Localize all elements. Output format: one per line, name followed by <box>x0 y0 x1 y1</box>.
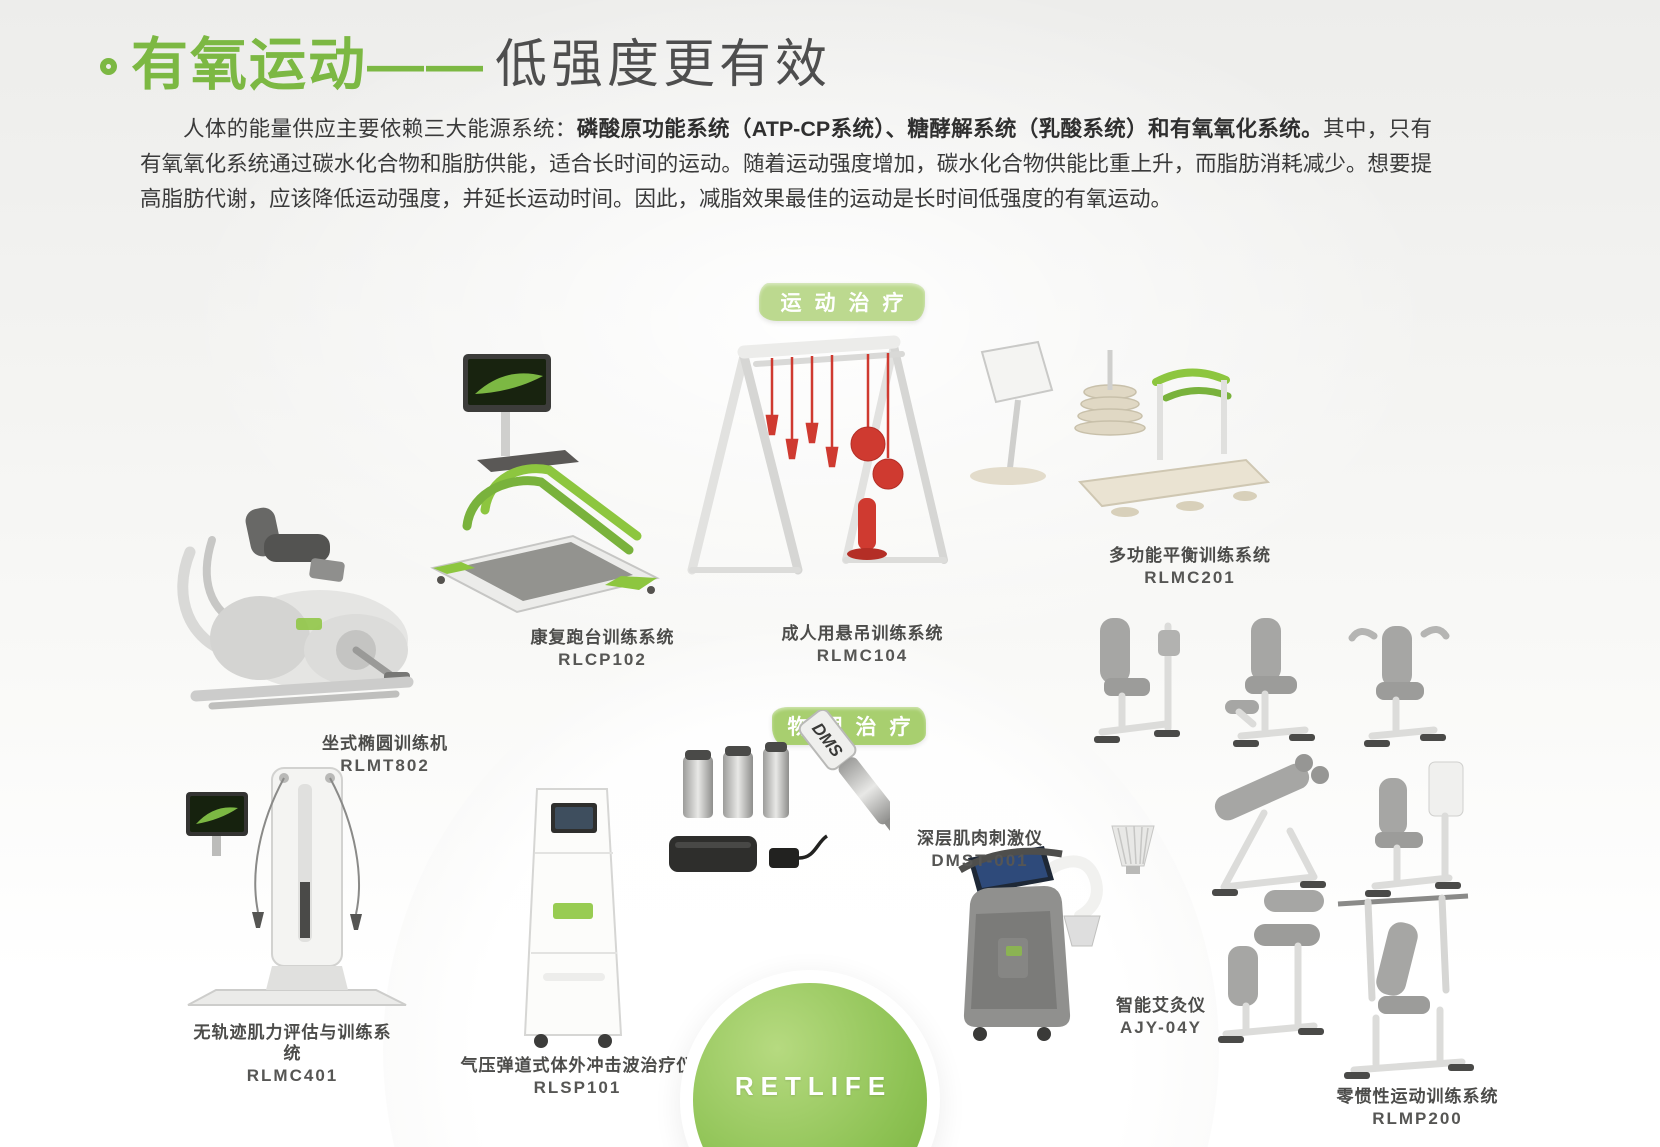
product-model: RLMT802 <box>340 756 430 775</box>
retlife-logo-text: RETLIFE <box>734 1071 893 1101</box>
product-model: RLMC401 <box>246 1066 339 1085</box>
bullet-icon <box>100 58 117 75</box>
seated-elliptical-illustration <box>177 507 414 710</box>
product-model: RLCP102 <box>558 650 647 669</box>
product-label-rlcp102: 康复跑台训练系统 RLCP102 <box>495 627 710 670</box>
product-name: 多功能平衡训练系统 <box>1109 546 1271 565</box>
product-label-rlmc104: 成人用悬吊训练系统 RLMC104 <box>755 623 970 666</box>
product-model: RLMP200 <box>1372 1109 1463 1128</box>
press-machine-figure <box>1070 608 1205 758</box>
product-label-rlmc201: 多功能平衡训练系统 RLMC201 <box>1080 545 1300 588</box>
leg-curl-machine-figure <box>1205 612 1335 762</box>
product-name: 坐式椭圆训练机 <box>322 734 448 753</box>
roller-chair-figure <box>1202 882 1342 1047</box>
page-title-rest: 低强度更有效 <box>495 36 832 94</box>
page-title-highlight: 有氧运动—— <box>131 33 485 97</box>
shockwave-cart-figure <box>495 783 650 1053</box>
intro-rest: 其中，只有有氧氧化系统通过碳水化合物和脂肪供能，适合长时间的运动。随着运动强度增… <box>140 117 1432 211</box>
incline-bench-illustration <box>1212 754 1329 896</box>
product-name: 成人用悬吊训练系统 <box>781 624 944 643</box>
product-label-rlmt802: 坐式椭圆训练机 RLMT802 <box>290 733 480 776</box>
product-name: 康复跑台训练系统 <box>530 628 675 647</box>
chest-press-machine-figure <box>1338 612 1463 762</box>
product-label-rlmp200: 零惯性运动训练系统 RLMP200 <box>1310 1086 1525 1129</box>
product-name: 智能艾灸仪 <box>1116 996 1206 1015</box>
press-machine-illustration <box>1094 618 1180 743</box>
product-name: 零惯性运动训练系统 <box>1336 1087 1499 1106</box>
roller-chair-illustration <box>1218 890 1324 1043</box>
intro-lead: 人体的能量供应主要依赖三大能源系统： <box>183 117 577 141</box>
cable-column-figure <box>180 762 410 1012</box>
dms-device-figure: DMS <box>665 710 890 895</box>
board-machine-illustration <box>1365 761 1464 897</box>
chest-press-machine-illustration <box>1348 626 1450 747</box>
product-model: AJY-04Y <box>1119 1018 1203 1037</box>
balance-system-figure <box>960 340 1270 545</box>
bench-with-bar-illustration <box>1337 893 1474 1079</box>
intro-paragraph: 人体的能量供应主要依赖三大能源系统：磷酸原功能系统（ATP-CP系统）、糖酵解系… <box>140 112 1432 217</box>
leg-curl-machine-illustration <box>1225 618 1315 747</box>
product-label-dmst001: 深层肌肉刺激仪 DMST-001 <box>885 828 1075 871</box>
product-model: DMST-001 <box>931 851 1029 870</box>
bench-with-bar-figure <box>1330 878 1475 1083</box>
product-label-rlmc401: 无轨迹肌力评估与训练系统 RLMC401 <box>185 1022 400 1086</box>
moxibustion-device-figure <box>940 818 1170 1043</box>
incline-bench-figure <box>1192 735 1342 905</box>
intro-bold: 磷酸原功能系统（ATP-CP系统）、糖酵解系统（乳酸系统）和有氧氧化系统。 <box>576 117 1323 141</box>
board-machine-figure <box>1345 752 1480 912</box>
suspension-frame-figure <box>672 328 952 603</box>
product-model: RLSP101 <box>533 1078 622 1097</box>
suspension-frame-illustration <box>687 335 948 575</box>
cable-column-illustration <box>186 767 407 1006</box>
product-name: 气压弹道式体外冲击波治疗仪 <box>460 1056 695 1075</box>
balance-system-illustration <box>970 340 1270 517</box>
product-model: RLMC201 <box>1144 568 1236 587</box>
treadmill-illustration <box>430 354 660 614</box>
product-name: 无轨迹肌力评估与训练系统 <box>193 1023 392 1063</box>
product-label-ajy04y: 智能艾灸仪 AJY-04Y <box>1081 995 1241 1038</box>
page-title: 有氧运动—— 低强度更有效 <box>100 32 831 98</box>
product-name: 深层肌肉刺激仪 <box>917 829 1043 848</box>
product-model: RLMC104 <box>816 646 909 665</box>
treadmill-figure <box>425 350 660 615</box>
moxibustion-device-illustration <box>958 825 1155 1041</box>
seated-elliptical-figure <box>160 500 430 715</box>
dms-device-illustration: DMS <box>669 710 890 872</box>
shockwave-cart-illustration <box>523 788 623 1048</box>
product-label-rlsp101: 气压弹道式体外冲击波治疗仪 RLSP101 <box>455 1055 700 1098</box>
section-badge-sport-therapy: 运动治疗 <box>759 283 925 321</box>
